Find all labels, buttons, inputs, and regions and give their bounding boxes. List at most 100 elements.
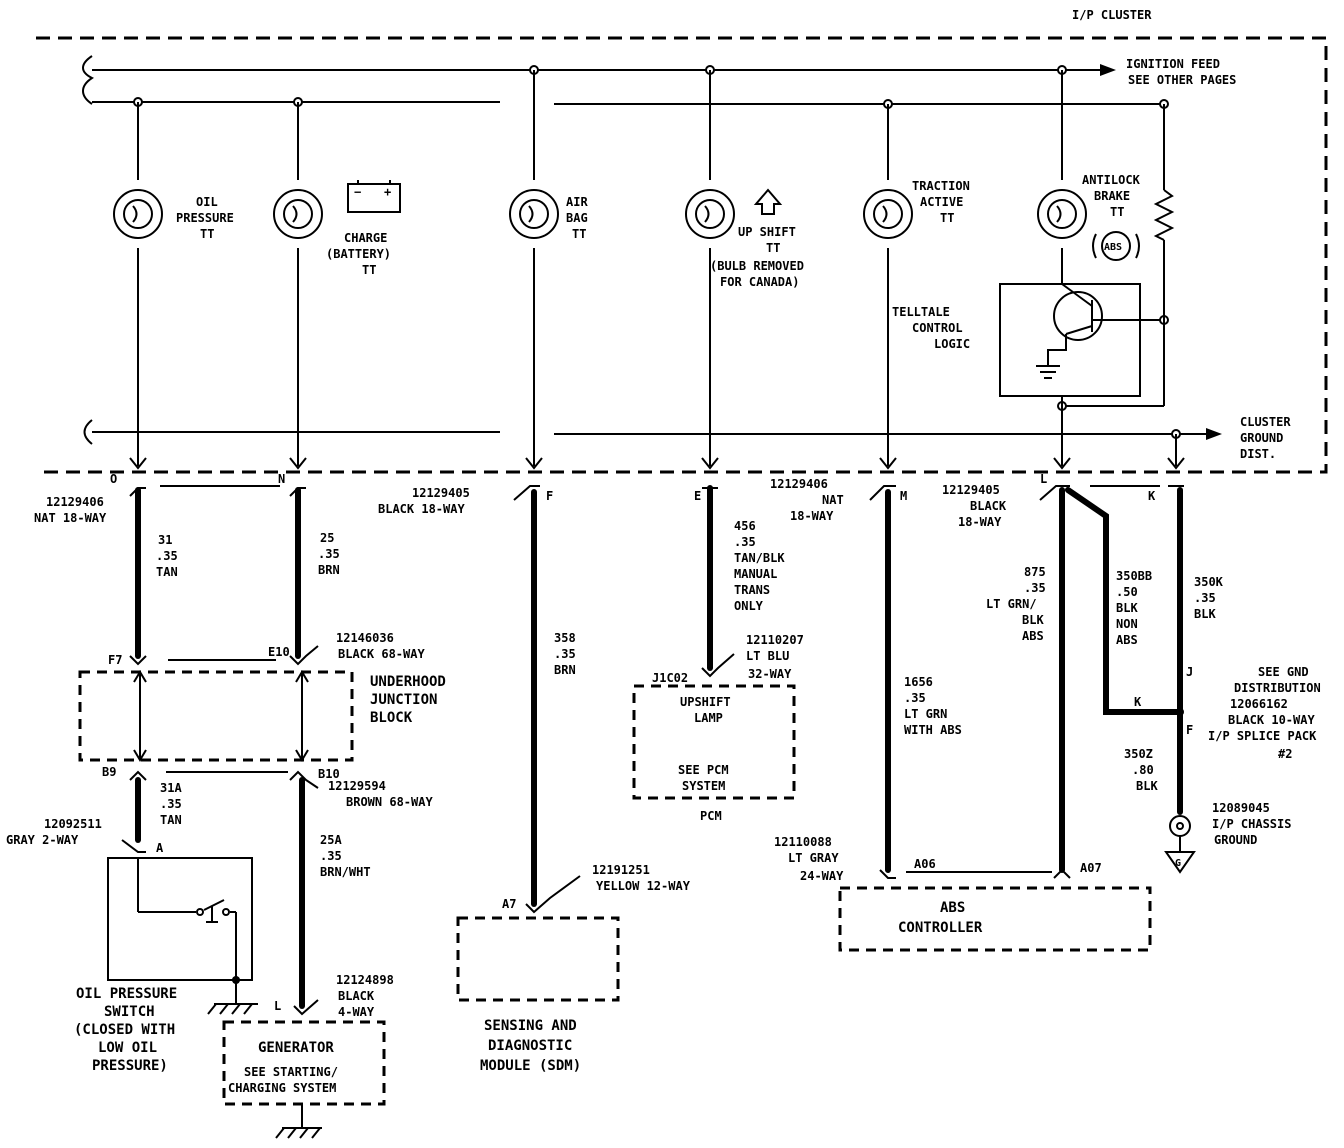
wire-label: .35 [156,549,178,563]
bulb-air-bag-icon [509,189,559,239]
connector-label: GRAY 2-WAY [6,833,79,847]
bulb-antilock-icon [1037,189,1087,239]
pin-label: A7 [502,897,516,911]
connector-bracket [1039,485,1070,501]
oil-switch-label: SWITCH [104,1004,155,1020]
generator-label: CHARGING SYSTEM [228,1081,336,1095]
connector-label: BLACK [970,499,1007,513]
pin-arrow [129,457,147,470]
upshift-box-label: SEE PCM [678,763,729,777]
pin-arrow [701,457,719,470]
pin-label: B9 [102,765,116,779]
wire-label: .35 [1194,591,1216,605]
bulb-label: FOR CANADA) [720,275,799,289]
connector-label: 32-WAY [748,667,792,681]
bulb-label: TT [572,227,586,241]
sdm-label: MODULE (SDM) [480,1058,581,1074]
pin-arrow [879,457,897,470]
connector-label: 12129594 [328,779,386,793]
wire-break-symbol [82,55,94,105]
wire-label: .35 [904,691,926,705]
bulb-oil-pressure-icon [113,189,163,239]
connector-label: I/P CHASSIS [1212,817,1291,831]
battery-plus-icon: + [384,185,391,199]
connector-label: 12129405 [412,486,470,500]
pin-label: F7 [108,653,122,667]
wire-label: .80 [1132,763,1154,777]
bulb-label: TRACTION [912,179,970,193]
wire-label: BLK [1136,779,1158,793]
pin-label: K [1134,695,1142,709]
wire-label: 1656 [904,675,933,689]
bulb-label: OIL [196,195,218,209]
pin-label: E10 [268,645,290,659]
bulb-label: TT [1110,205,1124,219]
battery-minus-icon: − [354,185,361,199]
upshift-box-label: UPSHIFT [680,695,731,709]
ignition-feed-arrow [1100,64,1116,76]
connector-label: 12110207 [746,633,804,647]
connector-label: 12124898 [336,973,394,987]
wire-label: 456 [734,519,756,533]
generator-box [222,1020,386,1106]
connector-bracket [525,875,581,914]
wire-label: WITH ABS [904,723,962,737]
wire-label: LT GRN/ [986,597,1037,611]
pin-label: A06 [914,857,936,871]
underhood-label: BLOCK [370,710,413,726]
bulb-upshift-icon [685,189,735,239]
pin-label: B10 [318,767,340,781]
chassis-ground-icon: G [1164,815,1196,874]
bulb-label: TT [940,211,954,225]
splice-note: 12066162 [1230,697,1288,711]
pin-label: A07 [1080,861,1102,875]
bulb-label: ACTIVE [920,195,963,209]
connector-label: 12191251 [592,863,650,877]
wire-label: TAN [160,813,182,827]
bulb-label: BRAKE [1094,189,1130,203]
connector-label: LT GRAY [788,851,839,865]
wire-label: 350Z [1124,747,1153,761]
pin-arrow [1167,457,1185,470]
wire-label: TAN/BLK [734,551,785,565]
splice-note: I/P SPLICE PACK [1208,729,1317,743]
wire-label: BLK [1194,607,1216,621]
wire-label: TRANS [734,583,770,597]
wire-label: ABS [1022,629,1044,643]
wire-label: .35 [734,535,756,549]
underhood-label: JUNCTION [370,692,437,708]
underhood-label: UNDERHOOD [370,674,446,690]
junction-arrow [133,670,147,762]
pin-label: F [1186,723,1193,737]
telltale-logic-box [999,283,1141,397]
pin-label: J [1186,665,1193,679]
splice-note: BLACK 10-WAY [1228,713,1315,727]
telltale-label: TELLTALE [892,305,950,319]
connector-label: NAT [822,493,844,507]
abs-symbol-icon: ABS [1092,231,1140,261]
connector-label: NAT 18-WAY [34,511,107,525]
connector-label: 18-WAY [958,515,1002,529]
upshift-arrow-icon [753,188,783,215]
wire-label: .50 [1116,585,1138,599]
splice-note: SEE GND [1258,665,1309,679]
pin-label: F [546,489,553,503]
splice-note: #2 [1278,747,1292,761]
connector-bracket [293,999,319,1016]
wire-label: LT GRN [904,707,947,721]
bulb-traction-icon [863,189,913,239]
telltale-label: CONTROL [912,321,963,335]
bulb-label: AIR [566,195,588,209]
connector-label: BLACK 68-WAY [338,647,425,661]
cluster-ground-arrow [1206,428,1222,440]
connector-label: 12129405 [942,483,1000,497]
connector-label: GROUND [1214,833,1257,847]
connector-bracket [289,770,319,789]
sdm-box [456,916,620,1002]
bulb-label: ANTILOCK [1082,173,1141,187]
connector-label: 12092511 [44,817,102,831]
generator-label: SEE STARTING/ [244,1065,338,1079]
generator-label: GENERATOR [258,1040,334,1056]
wire-label: .35 [160,797,182,811]
wire-label: 31A [160,781,182,795]
